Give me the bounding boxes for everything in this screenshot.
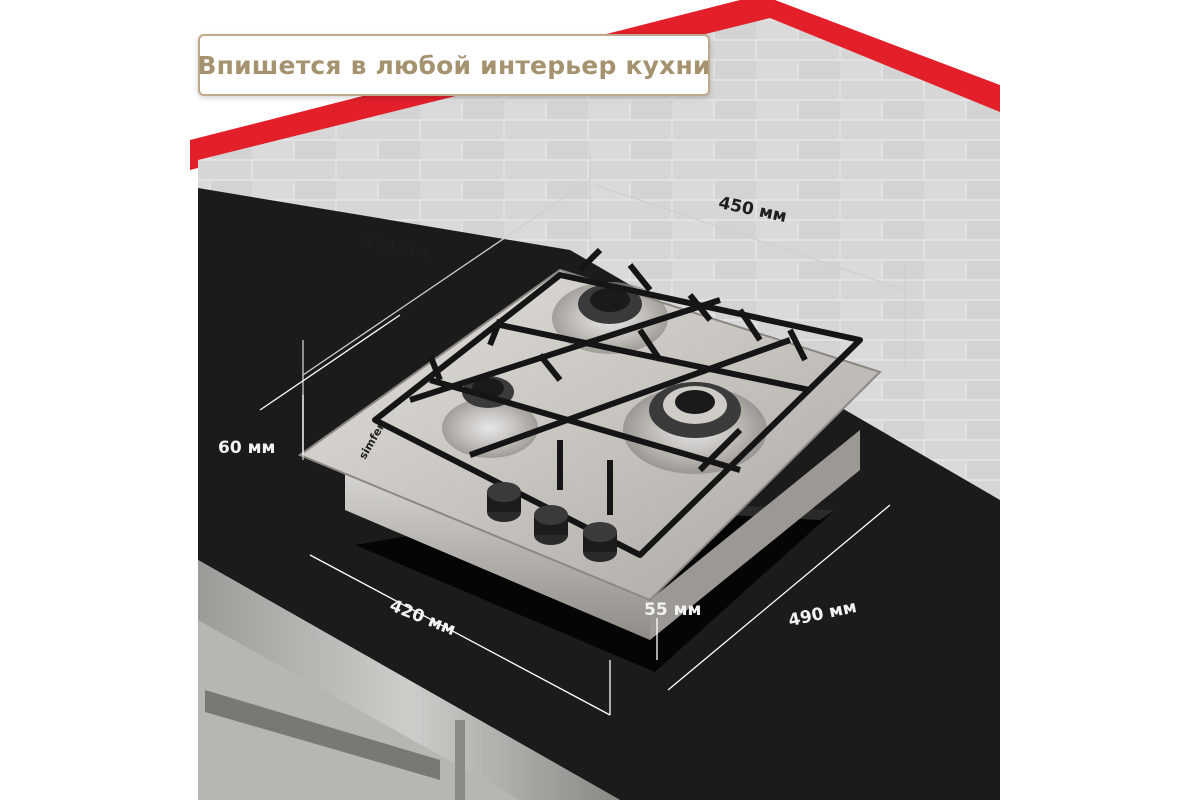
control-knob-3 bbox=[583, 522, 617, 562]
drawer-divider bbox=[455, 720, 465, 800]
control-knob-1 bbox=[487, 482, 521, 522]
drawer-handle bbox=[205, 690, 440, 780]
hob-side-face bbox=[650, 430, 860, 640]
dimension-cutout-height-label: 55 мм bbox=[644, 600, 702, 620]
control-knob-2 bbox=[534, 505, 568, 545]
drawer-panel bbox=[198, 620, 520, 800]
dimension-lines-dark bbox=[259, 314, 891, 716]
hob-top-panel bbox=[297, 268, 882, 602]
burner-rear bbox=[552, 282, 668, 354]
hob-front-face bbox=[345, 470, 650, 640]
dimension-height-label: 60 мм bbox=[218, 438, 276, 458]
banner-text: Впишется в любой интерьер кухни bbox=[197, 50, 711, 80]
burner-wok bbox=[623, 382, 767, 474]
feature-banner: Впишется в любой интерьер кухни bbox=[197, 34, 711, 96]
